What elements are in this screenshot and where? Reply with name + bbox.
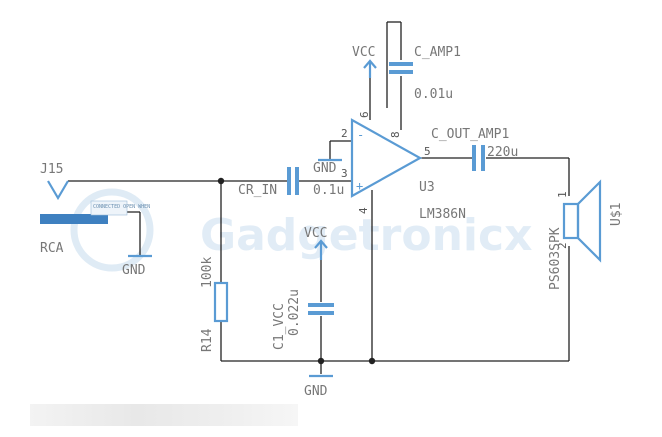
u3-pin-5: 5 [424, 145, 431, 158]
c-out-amp1-ref: C_OUT_AMP1 [431, 127, 509, 142]
u3-value: LM386N [419, 207, 466, 222]
resistor-body-icon [213, 281, 229, 323]
vcc-symbol-c1: VCC [304, 226, 328, 260]
opamp-u3: + - 2 3 4 5 6 8 U3 LM386N [341, 111, 466, 222]
speaker-pin-1: 1 [556, 191, 569, 198]
cr-in-ref: CR_IN [238, 183, 277, 198]
u3-pin-3: 3 [341, 167, 348, 180]
gnd-symbol-j15: GND [122, 254, 152, 278]
gnd-symbol-pin2: GND [313, 158, 342, 176]
speaker-pin-2: 2 [556, 242, 569, 249]
r14-value: 100k [200, 257, 215, 288]
gnd-label-pin2: GND [313, 161, 337, 176]
speaker-u-s1: 1 2 PS603SPK U$1 [548, 179, 624, 290]
connector-j15: CONNECTED OPEN WHEN J15 RCA [40, 162, 150, 256]
watermark-logo-icon [70, 188, 154, 272]
junction-c1-vcc [317, 357, 325, 365]
rca-tip-icon [47, 180, 69, 201]
rca-body-icon [40, 214, 108, 224]
c1-vcc-value: 0.022u [287, 289, 302, 336]
speaker-value: PS603SPK [548, 227, 563, 290]
wires [68, 21, 570, 374]
opamp-triangle-icon [350, 118, 423, 198]
u3-ref: U3 [419, 180, 435, 195]
capacitor-cr-in: CR_IN 0.1u [238, 167, 344, 198]
opamp-minus-sign: - [357, 128, 364, 142]
capacitor-c-amp1: C_AMP1 0.01u [389, 45, 461, 102]
gnd-label-j15: GND [122, 263, 146, 278]
j15-ref: J15 [40, 162, 63, 177]
u3-pin-6: 6 [358, 111, 371, 118]
gnd-symbol-bottom: GND [304, 374, 333, 399]
speaker-ref: U$1 [609, 203, 624, 226]
u3-pin-8: 8 [389, 131, 402, 138]
rca-note-box [90, 200, 128, 216]
blurred-caption [30, 404, 298, 426]
speaker-body-icon [562, 202, 580, 240]
capacitor-c-out-amp1: C_OUT_AMP1 220u [431, 127, 518, 171]
c-amp1-ref: C_AMP1 [414, 45, 461, 60]
j15-type: RCA [40, 241, 64, 256]
resistor-r14: 100k R14 [200, 257, 229, 352]
c-out-amp1-value: 220u [487, 145, 518, 160]
u3-pin-2: 2 [341, 127, 348, 140]
vcc-symbol-pin6: VCC [352, 45, 377, 78]
watermark: Gadgetronicx [70, 188, 532, 272]
junctions [217, 177, 376, 365]
vcc-label-c1: VCC [304, 226, 327, 241]
vcc-label-pin6: VCC [352, 45, 375, 60]
c-amp1-value: 0.01u [414, 87, 453, 102]
gnd-label-bottom: GND [304, 384, 328, 399]
j15-pin-note: CONNECTED OPEN WHEN [93, 204, 150, 210]
speaker-cone-icon [576, 179, 602, 263]
c1-vcc-ref: C1_VCC [272, 303, 287, 350]
u3-pin-4: 4 [357, 207, 370, 214]
junction-input [217, 177, 225, 185]
cr-in-value: 0.1u [313, 183, 344, 198]
capacitor-c1-vcc: C1_VCC 0.022u [272, 289, 334, 350]
junction-pin4 [368, 357, 376, 365]
opamp-plus-sign: + [356, 179, 363, 193]
r14-ref: R14 [200, 328, 215, 352]
watermark-text: Gadgetronicx [200, 210, 532, 261]
